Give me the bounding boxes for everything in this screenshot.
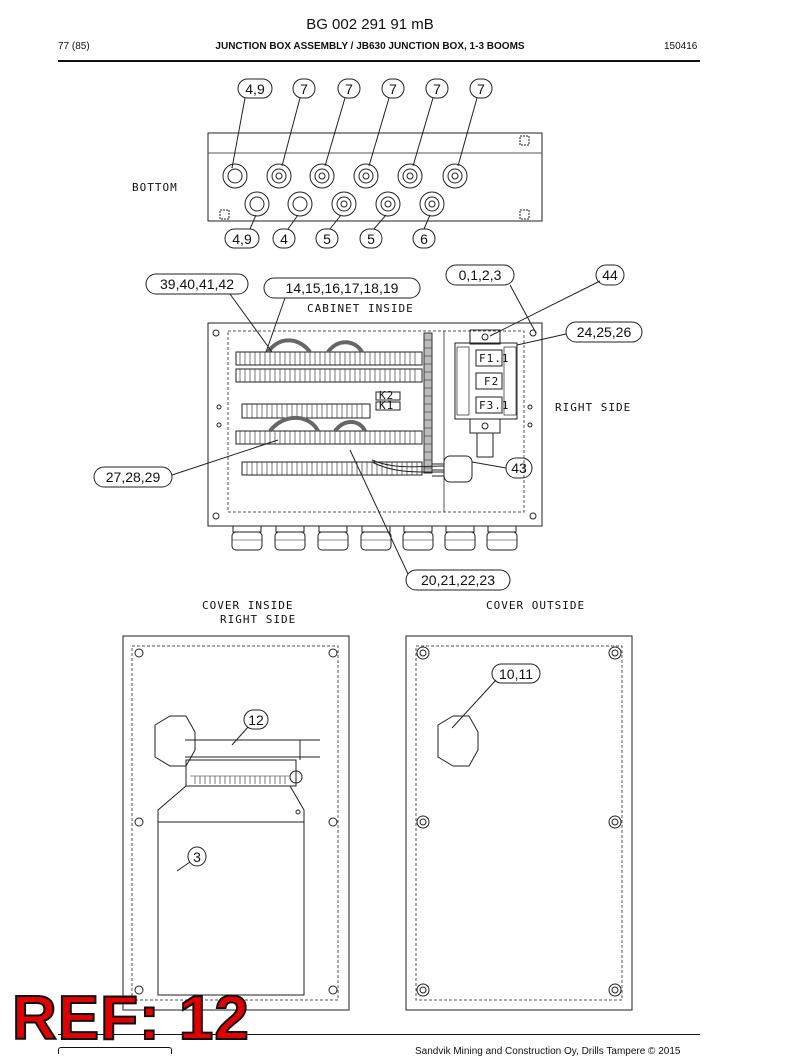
fuse-f2: [475, 372, 503, 390]
cable-glands-bottom-row: [244, 191, 445, 217]
copyright-text: Sandvik Mining and Construction Oy, Dril…: [415, 1046, 681, 1057]
terminal-rail-1: [235, 351, 423, 383]
cabinet-bottom-glands: [231, 525, 518, 551]
cover-inside-label: COVER INSIDE: [202, 599, 293, 612]
svg-text:F1.1: F1.1: [479, 352, 510, 365]
cover-outside-label: COVER OUTSIDE: [486, 599, 585, 612]
bottom-view: BOTTOM 4,9 7: [132, 78, 543, 249]
svg-text:7: 7: [300, 81, 308, 97]
cover-inside-side-label: RIGHT SIDE: [220, 613, 296, 626]
breather-plug-outside: [437, 715, 479, 767]
svg-text:24,25,26: 24,25,26: [577, 324, 632, 340]
callout-top-7a: 7: [281, 78, 316, 167]
cover-inside-view: COVER INSIDE RIGHT SIDE 12 3: [122, 599, 350, 1011]
terminal-rail-2: [235, 403, 423, 476]
callout-top-4-9: 4,9: [231, 78, 273, 169]
component-43: [371, 455, 473, 483]
right-side-label: RIGHT SIDE: [555, 401, 631, 414]
cabinet-inside-view: CABINET INSIDE RIGHT SIDE: [93, 264, 643, 591]
wire-duct: [423, 332, 433, 474]
svg-text:4,9: 4,9: [232, 231, 252, 247]
callout-20-23: 20,21,22,23: [349, 449, 511, 591]
svg-text:10,11: 10,11: [499, 666, 533, 682]
date-code: 150416: [664, 41, 698, 52]
callout-bottom-5b: 5: [359, 214, 387, 249]
callout-top-7d: 7: [412, 78, 449, 167]
callout-44: 44: [489, 264, 625, 337]
relay-k1: [375, 401, 401, 411]
cover-outside-outline: [405, 635, 633, 1011]
svg-text:14,15,16,17,18,19: 14,15,16,17,18,19: [286, 280, 399, 296]
callout-12: 12: [231, 709, 269, 746]
svg-text:3: 3: [193, 849, 201, 865]
svg-text:7: 7: [433, 81, 441, 97]
cover-inside-outline: [122, 635, 350, 1011]
callout-bottom-6: 6: [412, 214, 436, 249]
callout-bottom-5a: 5: [315, 214, 342, 249]
svg-text:5: 5: [367, 231, 375, 247]
header-rule: [58, 60, 700, 62]
cable-harnesses: [266, 338, 367, 433]
callout-39-42: 39,40,41,42: [145, 273, 273, 353]
callout-0-3: 0,1,2,3: [445, 264, 537, 334]
svg-text:F3.1: F3.1: [479, 399, 510, 412]
svg-text:F2: F2: [484, 375, 499, 388]
cover-outside-view: COVER OUTSIDE 10,11: [405, 599, 633, 1011]
bottom-view-outline: [207, 132, 543, 222]
breather-plug: [154, 715, 196, 767]
page-number: 77 (85): [58, 41, 90, 52]
callout-14-19: 14,15,16,17,18,19: [263, 277, 421, 353]
callout-43: 43: [471, 457, 533, 479]
svg-text:4,9: 4,9: [245, 81, 265, 97]
callout-24-26: 24,25,26: [516, 321, 643, 346]
svg-text:4: 4: [280, 231, 288, 247]
sandvik-logo: [58, 1047, 172, 1054]
fuse-f1: [475, 349, 503, 367]
cabinet-inside-label: CABINET INSIDE: [307, 302, 414, 315]
svg-text:27,28,29: 27,28,29: [106, 469, 161, 485]
fuse-f3: [475, 396, 503, 414]
reference-stamp: REF: 12: [11, 984, 250, 1053]
callout-3: 3: [176, 846, 207, 872]
svg-text:20,21,22,23: 20,21,22,23: [421, 572, 495, 588]
page-title: JUNCTION BOX ASSEMBLY / JB630 JUNCTION B…: [215, 41, 525, 52]
svg-text:7: 7: [345, 81, 353, 97]
relay-k2: [375, 391, 401, 401]
callout-bottom-4: 4: [272, 214, 299, 249]
callout-10-11: 10,11: [451, 663, 541, 729]
svg-text:39,40,41,42: 39,40,41,42: [160, 276, 234, 292]
callout-27-29: 27,28,29: [93, 439, 279, 488]
svg-text:7: 7: [477, 81, 485, 97]
callout-top-7c: 7: [368, 78, 405, 167]
callout-top-7e: 7: [457, 78, 493, 167]
svg-text:0,1,2,3: 0,1,2,3: [459, 267, 502, 283]
cable-glands-top-row: [222, 163, 468, 189]
fuse-panel: F1.1 F2 F3.1: [454, 329, 518, 458]
svg-text:12: 12: [248, 712, 264, 728]
callout-bottom-4-9: 4,9: [224, 214, 260, 249]
bottom-view-label: BOTTOM: [132, 181, 178, 194]
callout-top-7b: 7: [324, 78, 361, 167]
svg-text:43: 43: [511, 460, 527, 476]
svg-text:K1: K1: [379, 399, 394, 412]
cover-screws: [416, 646, 622, 997]
svg-text:44: 44: [602, 267, 618, 283]
svg-text:K2: K2: [379, 389, 394, 402]
footer-rule: [58, 1034, 700, 1035]
document-id: BG 002 291 91 mB: [306, 16, 434, 33]
svg-text:5: 5: [323, 231, 331, 247]
svg-text:7: 7: [389, 81, 397, 97]
svg-text:6: 6: [420, 231, 428, 247]
